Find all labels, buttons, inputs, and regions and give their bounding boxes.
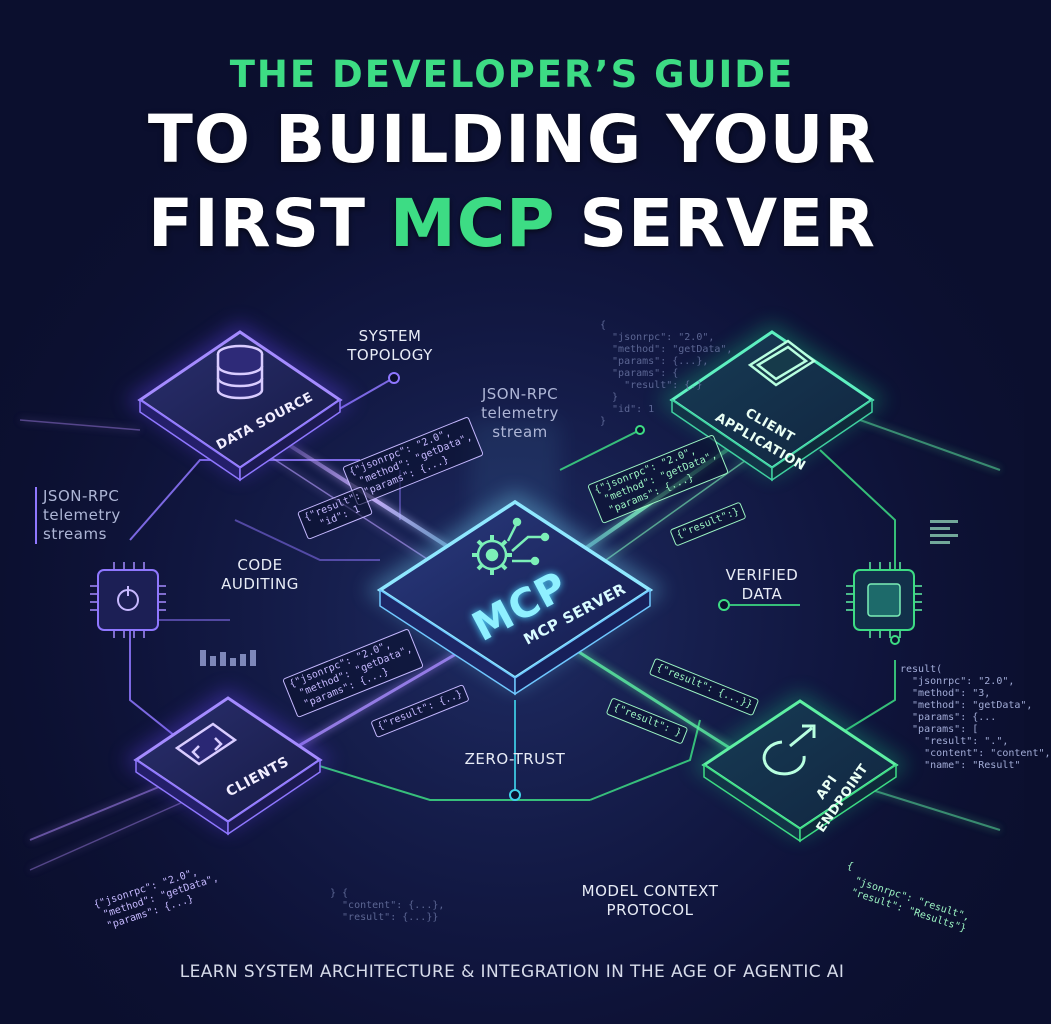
connection-dots [388, 372, 900, 801]
plug-arrow-icon [762, 724, 816, 776]
chip-icon-left [90, 562, 166, 638]
title-block: THE DEVELOPER’S GUIDE TO BUILDING YOUR F… [0, 52, 1024, 266]
zero-trust-label: ZERO-TRUST [464, 750, 566, 768]
json-rpc-stream-label: JSON-RPC telemetry stream [481, 385, 559, 441]
title-line-1: THE DEVELOPER’S GUIDE [229, 53, 795, 96]
chip-icon-right [846, 562, 922, 638]
code-window-icon [174, 722, 238, 766]
title-line-2: TO BUILDING YOUR [147, 101, 877, 178]
code-snippet-top-center: { "jsonrpc": "2.0", "method": "getData",… [600, 320, 733, 427]
equalizer-icon-left [200, 650, 256, 666]
title-line-3-prefix: FIRST [148, 185, 391, 262]
json-rpc-streams-label: JSON-RPC telemetry streams [35, 487, 138, 544]
mcp-server-node [365, 490, 665, 696]
monitor-icon [747, 339, 817, 387]
api-endpoint-node [690, 691, 910, 843]
title-line-3: FIRST MCP SERVER [0, 182, 1024, 266]
data-source-node [125, 322, 355, 482]
database-icon [216, 344, 264, 400]
model-context-protocol-label: MODEL CONTEXT PROTOCOL [581, 882, 719, 919]
menu-lines-icon-right [930, 520, 958, 544]
code-snippet-right-side: result( "jsonrpc": "2.0", "method": "3, … [900, 664, 1051, 771]
code-snippet-bottom-center: } { "content": {...}, "result": {...}} [330, 888, 445, 923]
system-topology-label: SYSTEM TOPOLOGY [347, 327, 433, 364]
verified-data-label: VERIFIED DATA [725, 566, 799, 603]
diagram-canvas [0, 0, 1024, 1024]
footer-tagline: LEARN SYSTEM ARCHITECTURE & INTEGRATION … [179, 962, 845, 982]
gear-network-icon [472, 517, 550, 575]
clients-node [123, 688, 333, 836]
title-line-3-accent: MCP [390, 185, 556, 262]
code-auditing-label: CODE AUDITING [221, 556, 299, 593]
title-line-3-suffix: SERVER [555, 185, 876, 262]
